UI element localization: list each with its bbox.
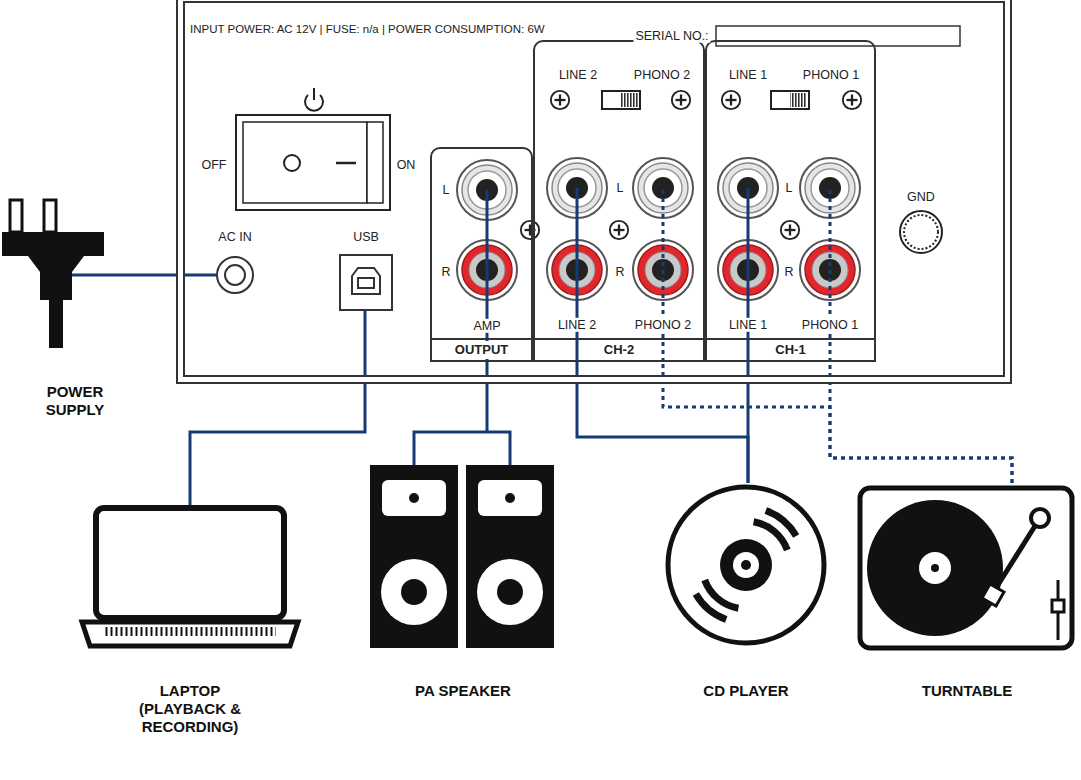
panel-label: OFF: [200, 158, 229, 172]
gnd-knob: [900, 211, 942, 253]
cable-connector: [190, 384, 365, 505]
panel-label: AMP: [471, 319, 502, 333]
tab-band: CH-2: [535, 338, 703, 360]
device-box: PA SPEAKER: [368, 465, 558, 700]
panel-label: ON: [395, 158, 418, 172]
power-plug-icon: [2, 200, 150, 348]
cable-stubs: [176, 188, 830, 384]
cable-connector: [414, 362, 510, 465]
panel-label: LINE 2: [556, 318, 598, 332]
tab-band: OUTPUT: [432, 338, 531, 360]
usb-port: [340, 255, 392, 310]
panel-label: L: [615, 181, 626, 195]
panel-label: R: [439, 265, 452, 279]
panel-label: PHONO 1: [801, 68, 861, 82]
device-box: CD PLAYER: [664, 483, 828, 700]
device-box: LAPTOP (PLAYBACK & RECORDING): [78, 505, 302, 736]
cable-connector: [150, 274, 176, 277]
device-label: CD PLAYER: [666, 682, 826, 700]
section-label: CH-1: [772, 341, 808, 359]
panel-label: L: [441, 183, 452, 197]
device-label: TURNTABLE: [867, 682, 1067, 700]
channel-section: CH-1: [705, 40, 876, 362]
panel-label: USB: [351, 230, 381, 244]
panel-label: R: [782, 265, 795, 279]
panel-label: AC IN: [216, 230, 253, 244]
panel-label: PHONO 2: [632, 68, 692, 82]
panel-label: GND: [905, 190, 937, 204]
panel-label: LINE 2: [557, 68, 599, 82]
channel-switches: [521, 91, 861, 239]
power-switch: [236, 88, 390, 210]
device-box: TURNTABLE: [858, 483, 1076, 700]
section-label: CH-2: [601, 341, 637, 359]
rca-jacks: [457, 158, 860, 300]
device-label: POWER SUPPLY: [30, 383, 120, 419]
cd-icon: [668, 487, 824, 643]
turntable-icon: [860, 488, 1072, 648]
device-label: LAPTOP (PLAYBACK & RECORDING): [128, 682, 253, 736]
device-box: POWER SUPPLY: [0, 195, 150, 419]
device-label: PA SPEAKER: [373, 682, 553, 700]
ac-in-jack: [217, 257, 253, 293]
section-label: OUTPUT: [452, 341, 511, 359]
spec-text: INPUT POWER: AC 12V | FUSE: n/a | POWER …: [190, 23, 545, 35]
panel-label: PHONO 2: [633, 318, 693, 332]
panel-label: PHONO 1: [800, 318, 860, 332]
laptop-icon: [82, 508, 298, 646]
cable-connector: [747, 362, 750, 483]
panel-label: L: [784, 181, 795, 195]
panel-label: LINE 1: [727, 318, 769, 332]
serial-box: [716, 26, 960, 46]
panel-label: LINE 1: [727, 68, 769, 82]
cable-connector: [830, 362, 1012, 483]
tab-band: CH-1: [707, 338, 874, 360]
panel-label: R: [613, 265, 626, 279]
panel-label: SERIAL NO.:: [633, 29, 710, 43]
cable-connector: [663, 362, 1012, 483]
speaker-icon: [370, 465, 554, 648]
channel-section: CH-2: [533, 40, 705, 362]
